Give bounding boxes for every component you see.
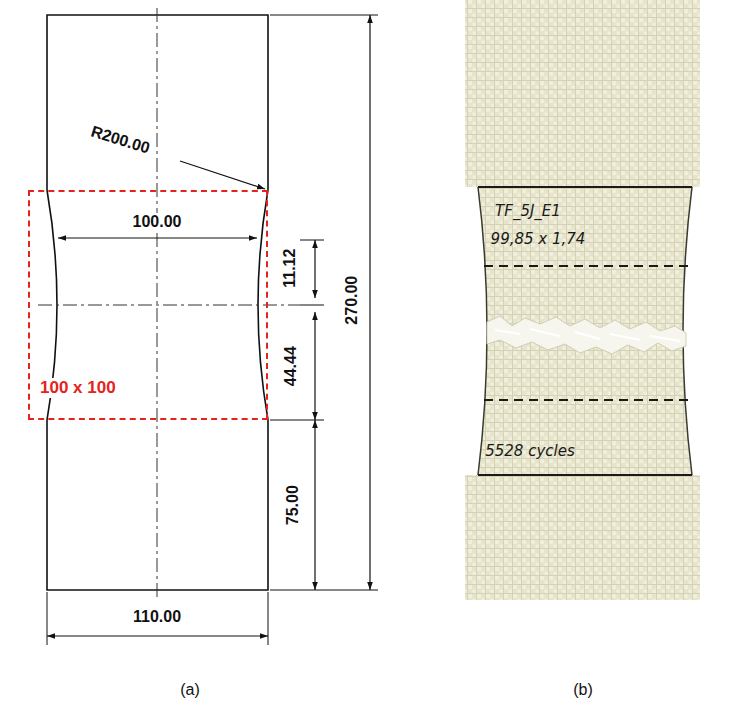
marker-line [478,474,692,476]
extension-line [270,420,324,421]
panel-label: (a) [178,681,202,699]
panel-label: (b) [571,681,595,699]
dimension-label: 100.00 [131,213,184,231]
dimension-label: 270.00 [343,274,361,327]
region-label: 100 x 100 [38,378,118,398]
specimen-photo [465,0,700,600]
dimension-line [58,237,257,238]
photo-background [465,187,487,475]
extension-line [47,592,48,645]
specimen-edge [683,187,692,475]
extension-line [300,305,324,306]
dimension-label: 44.44 [282,344,300,388]
handwritten-note: 5528 cycles [485,443,575,460]
photo-background [683,187,700,475]
dimension-line [314,420,315,590]
dimension-label: 75.00 [284,483,302,527]
extension-line [270,15,378,16]
dimension-line [47,635,268,636]
marker-line [478,186,692,188]
handwritten-note: 99,85 x 1,74 [491,231,586,248]
extension-line [300,240,324,241]
dashed-marker-line [484,265,688,267]
dimension-label: 110.00 [131,608,183,626]
dimension-line [314,312,315,420]
center-line [38,305,300,306]
fracture-fibres [495,329,680,341]
dimension-line [369,15,370,590]
fracture-zone [487,316,686,354]
center-line [157,8,158,598]
specimen-edge [478,187,487,475]
extension-line [268,592,269,645]
extension-line [270,590,378,591]
handwritten-note: TF_5J_E1 [495,203,561,220]
leader-line [180,161,265,189]
dimension-line [314,240,315,298]
dashed-marker-line [484,399,688,401]
dimension-label: 11.12 [282,246,300,289]
radius-label: R200.00 [86,122,153,158]
